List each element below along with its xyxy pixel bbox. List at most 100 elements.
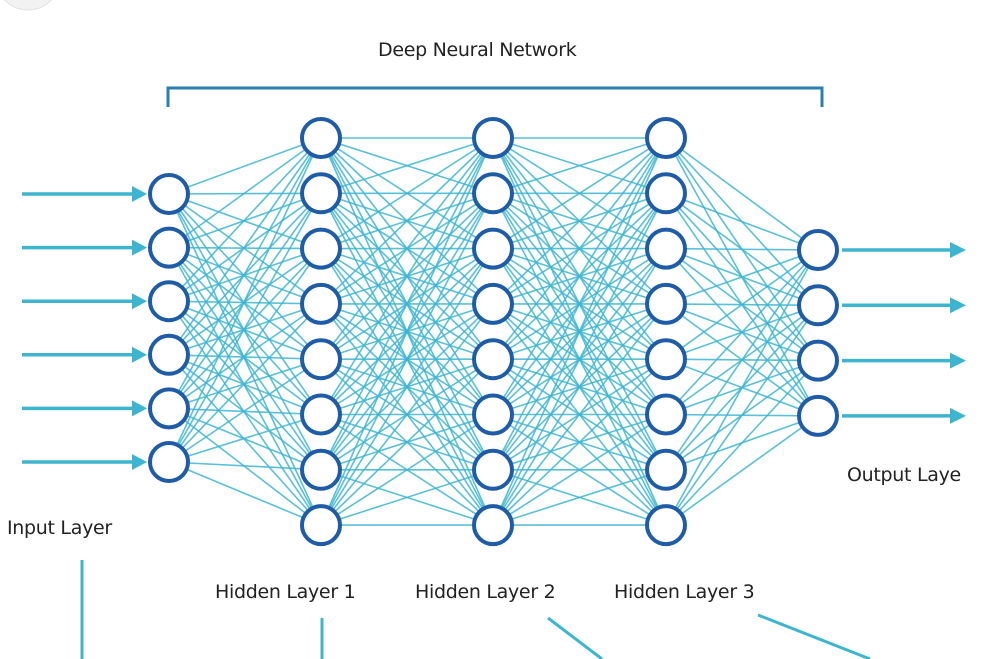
neuron-node: [797, 284, 839, 327]
neuron-node: [148, 441, 190, 483]
connection-line: [665, 249, 819, 360]
connections: [168, 137, 819, 526]
neuron-node: [472, 117, 514, 159]
arrowhead-icon: [950, 407, 966, 424]
neuron-node: [472, 172, 514, 215]
connection-line: [492, 137, 667, 195]
neuron-node: [300, 117, 342, 159]
connection-line: [665, 249, 819, 416]
neuron-node: [645, 393, 687, 436]
connection-line: [320, 413, 494, 526]
connection-line: [492, 137, 667, 250]
connection-line: [492, 137, 667, 471]
connection-line: [168, 300, 322, 360]
connection-line: [492, 137, 667, 526]
connection-line: [320, 192, 494, 526]
hidden3-pointer-line: [757, 613, 871, 659]
io-arrows: [22, 186, 966, 470]
connection-line: [320, 137, 494, 415]
hidden-layer-1-label: Hidden Layer 1: [215, 581, 356, 603]
connection-line: [320, 137, 494, 305]
connection-line: [168, 461, 322, 526]
connection-line: [492, 413, 667, 526]
arrowhead-icon: [132, 293, 147, 310]
connection-line: [492, 192, 667, 526]
neuron-node: [472, 282, 514, 325]
hidden-layer-3-label: Hidden Layer 3: [614, 581, 755, 603]
neuron-node: [645, 504, 687, 547]
connection-line: [168, 358, 322, 463]
arrowhead-icon: [132, 186, 147, 202]
connection-line: [168, 137, 322, 463]
connection-line: [320, 303, 494, 526]
connection-line: [168, 246, 322, 305]
neuron-node: [300, 172, 342, 215]
neuron-node: [300, 282, 342, 325]
output-layer-label: Output Laye: [847, 464, 961, 486]
connection-line: [168, 192, 322, 463]
neuron-node: [645, 117, 687, 159]
connection-line: [168, 246, 322, 360]
neuron-node: [472, 227, 514, 270]
connection-line: [320, 137, 494, 195]
diagram-title: Deep Neural Network: [378, 39, 577, 61]
connection-line: [320, 469, 494, 526]
connection-line: [492, 248, 667, 526]
arrowhead-icon: [950, 242, 966, 258]
hidden-layer-2-label: Hidden Layer 2: [415, 581, 556, 603]
connection-line: [168, 303, 322, 463]
connection-line: [168, 137, 322, 195]
connection-line: [492, 469, 667, 526]
arrowhead-icon: [950, 297, 966, 314]
connection-line: [665, 192, 819, 251]
input-layer-label: Input Layer: [7, 517, 112, 539]
neuron-node: [645, 227, 687, 270]
connection-line: [168, 413, 322, 463]
neuron-node: [300, 448, 342, 491]
neuron-node: [797, 229, 839, 271]
connection-line: [320, 137, 494, 471]
connection-line: [168, 354, 322, 471]
neuron-node: [797, 339, 839, 382]
connection-line: [320, 137, 494, 250]
connection-line: [492, 137, 667, 360]
connection-line: [320, 137, 494, 526]
connection-line: [665, 249, 819, 526]
connection-line: [665, 304, 819, 526]
connection-line: [492, 137, 667, 305]
connection-line: [665, 247, 819, 251]
neuron-node: [645, 448, 687, 491]
corner-circle: [4, 0, 52, 11]
neuron-node: [472, 393, 514, 436]
arrowhead-icon: [132, 400, 147, 417]
connection-line: [492, 358, 667, 526]
connection-line: [168, 137, 322, 249]
neuron-node: [148, 226, 190, 269]
arrowhead-icon: [950, 352, 966, 369]
neuron-node: [148, 173, 190, 215]
connection-line: [168, 300, 322, 416]
connection-line: [665, 137, 819, 251]
connection-line: [320, 137, 494, 360]
neuron-node: [472, 338, 514, 381]
network-bracket: [166, 86, 824, 107]
neuron-node: [645, 338, 687, 381]
hidden2-pointer-line: [547, 616, 603, 659]
connection-line: [168, 248, 322, 463]
neuron-node: [148, 387, 190, 430]
neuron-node: [300, 393, 342, 436]
connection-line: [168, 461, 322, 471]
arrowhead-icon: [132, 239, 147, 256]
connection-line: [665, 249, 819, 471]
neuron-node: [148, 280, 190, 323]
nodes: [148, 117, 839, 547]
arrowhead-icon: [132, 346, 147, 363]
connection-line: [320, 358, 494, 526]
neuron-node: [797, 394, 839, 437]
connection-line: [168, 137, 322, 302]
neuron-node: [645, 282, 687, 325]
neuron-node: [472, 448, 514, 491]
connection-line: [320, 248, 494, 526]
connection-line: [665, 360, 819, 526]
